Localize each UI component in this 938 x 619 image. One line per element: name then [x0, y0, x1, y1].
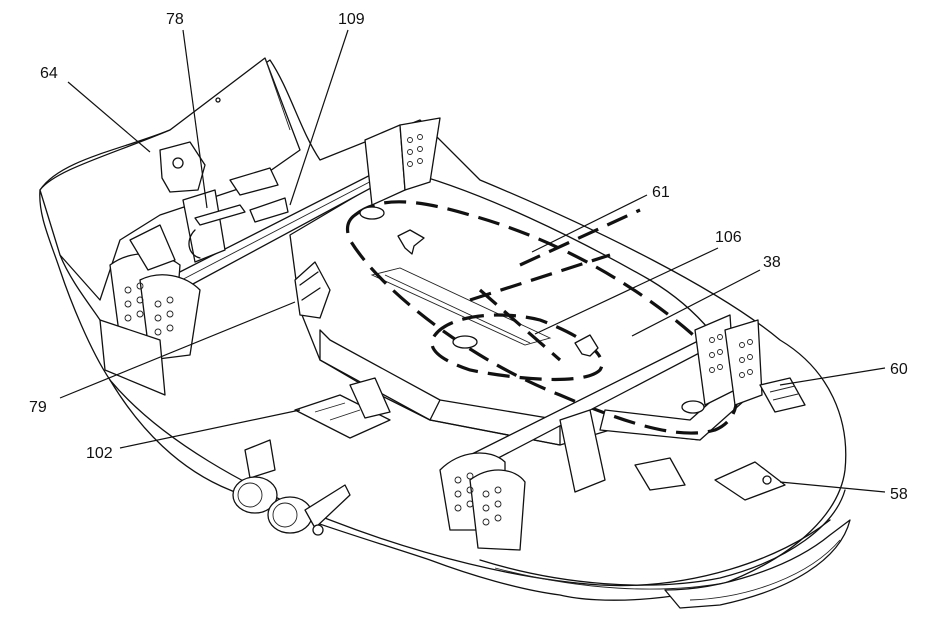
- callout-labels: 64 78 109 61 106 38 60 79 102 58: [29, 11, 908, 503]
- leader-lines: [59, 29, 886, 493]
- rear-caster-mounts: [439, 452, 526, 551]
- callout-60: 60: [890, 361, 908, 378]
- decal-60: [759, 377, 806, 413]
- callout-109: 109: [338, 11, 365, 28]
- pulleys: [359, 206, 705, 414]
- part-78-lift-bracket: [129, 167, 289, 271]
- spindle-plate-rear: [634, 457, 686, 491]
- front-rail: [167, 117, 441, 293]
- callout-61: 61: [652, 184, 670, 201]
- callout-58: 58: [890, 486, 908, 503]
- callout-78: 78: [166, 11, 184, 28]
- decal-58: [714, 461, 786, 501]
- callout-64: 64: [40, 65, 58, 82]
- anti-scalp-rollers: [232, 439, 351, 536]
- callout-102: 102: [86, 445, 113, 462]
- callout-106: 106: [715, 229, 742, 246]
- part-64-bracket: [159, 141, 206, 193]
- callout-38: 38: [763, 254, 781, 271]
- callout-79: 79: [29, 399, 47, 416]
- part-79-belt-guide: [294, 261, 331, 319]
- front-caster-mounts: [99, 253, 201, 396]
- rear-rail: [449, 314, 763, 493]
- drive-belt: [345, 200, 738, 435]
- decal-102: [294, 377, 391, 439]
